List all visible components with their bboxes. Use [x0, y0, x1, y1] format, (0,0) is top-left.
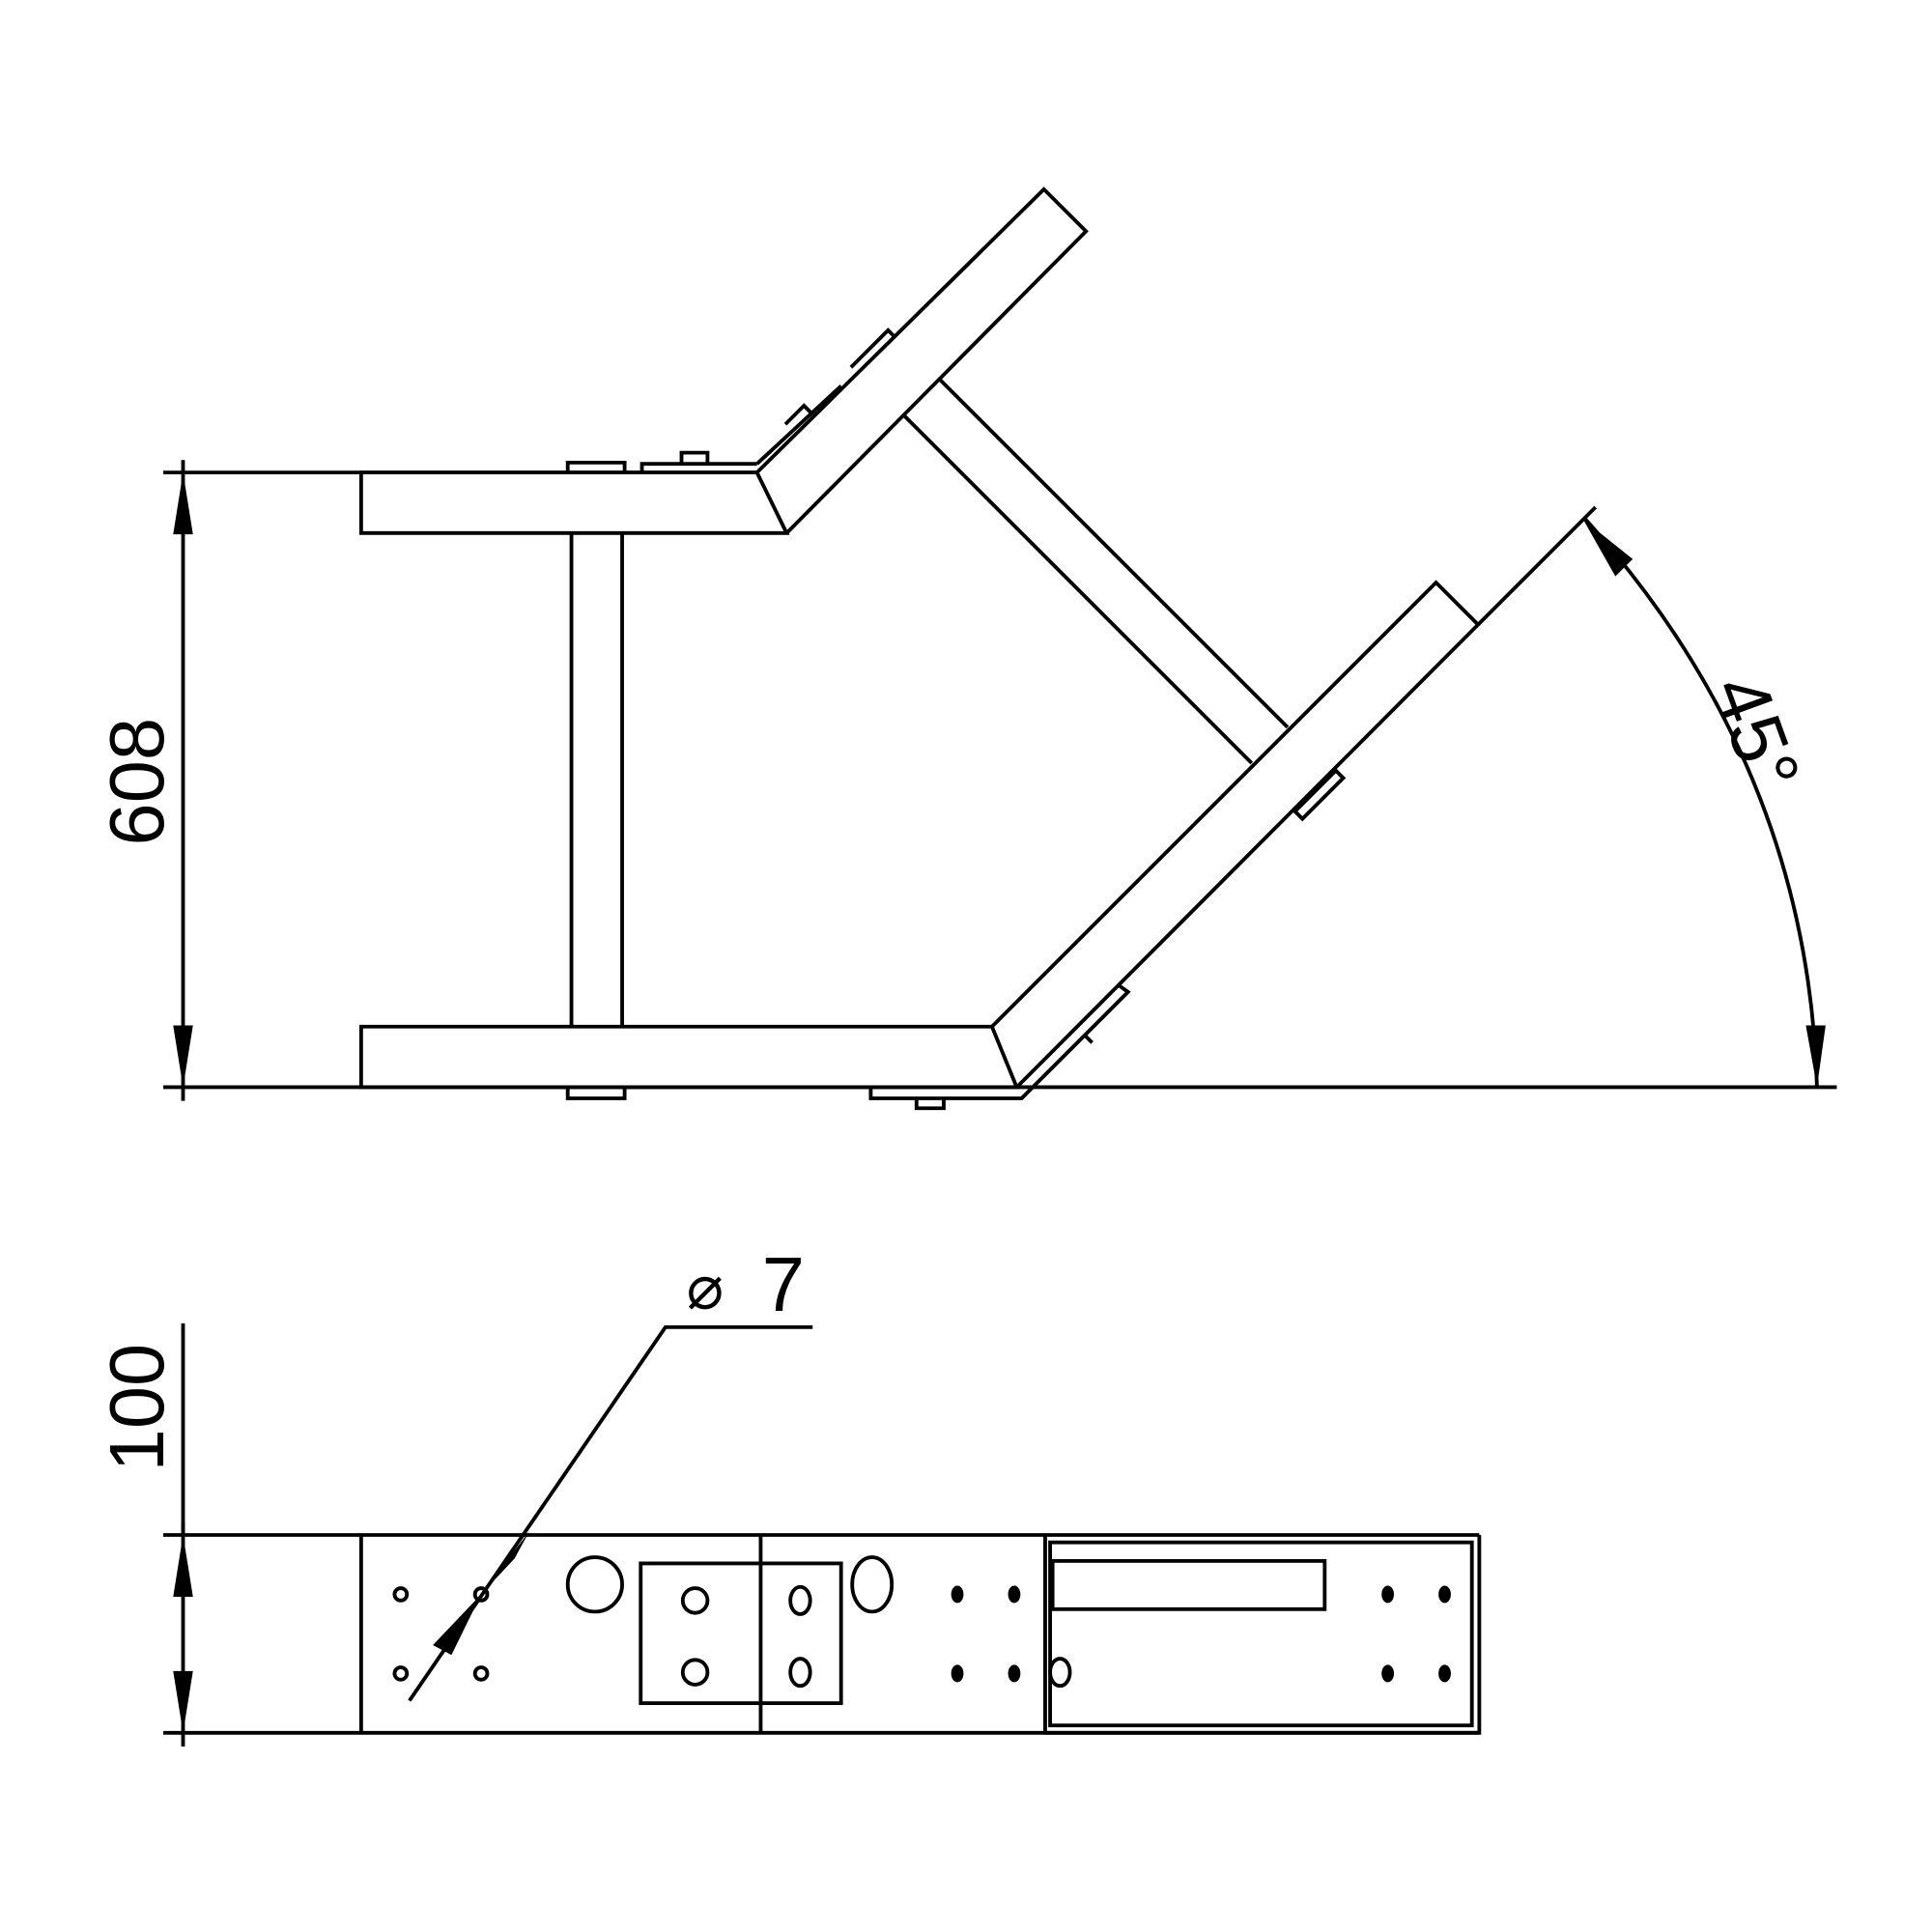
upper-rail-angled: [755, 186, 1089, 535]
diameter-leader-line: [408, 1324, 813, 1702]
connector-plate-angled-bottom: [1292, 767, 1347, 822]
arrow-heads-100: [173, 1534, 193, 1733]
connector-plate-top: [565, 450, 757, 473]
side-slot: [1050, 1558, 1327, 1611]
holes: [392, 1555, 1451, 1683]
side-view: 100 ⌀ 7: [94, 1241, 1482, 1747]
dimension-45-label: 45°: [1696, 664, 1817, 802]
diameter-7-label: 7: [762, 1241, 805, 1327]
dimension-100-label: 100: [94, 1344, 180, 1471]
side-inner-box: [1048, 1540, 1474, 1728]
diameter-symbol: ⌀: [687, 1253, 724, 1322]
bolts: [680, 1584, 1072, 1689]
extension-line-angle: [1476, 505, 1598, 626]
lower-rail-straight: [358, 1024, 1020, 1090]
side-connector-plate: [639, 1561, 843, 1706]
side-panel-dividers: [358, 1534, 1482, 1735]
connector-plate-bottom: [565, 983, 1131, 1111]
arrow-heads: [173, 472, 193, 1088]
lower-rail-angled: [990, 580, 1481, 1089]
diameter-arrow-heads: [433, 1531, 530, 1656]
upper-rail-straight: [358, 470, 790, 535]
rung-straight: [569, 532, 624, 1027]
rung-angled: [902, 378, 1290, 765]
angle-arrow-heads: [1582, 519, 1826, 1088]
connector-plate-angled-top: [755, 327, 897, 466]
dimension-608-label: 608: [94, 718, 180, 845]
angle-arc: [1584, 518, 1819, 1088]
top-view: 608 45°: [94, 186, 1837, 1111]
